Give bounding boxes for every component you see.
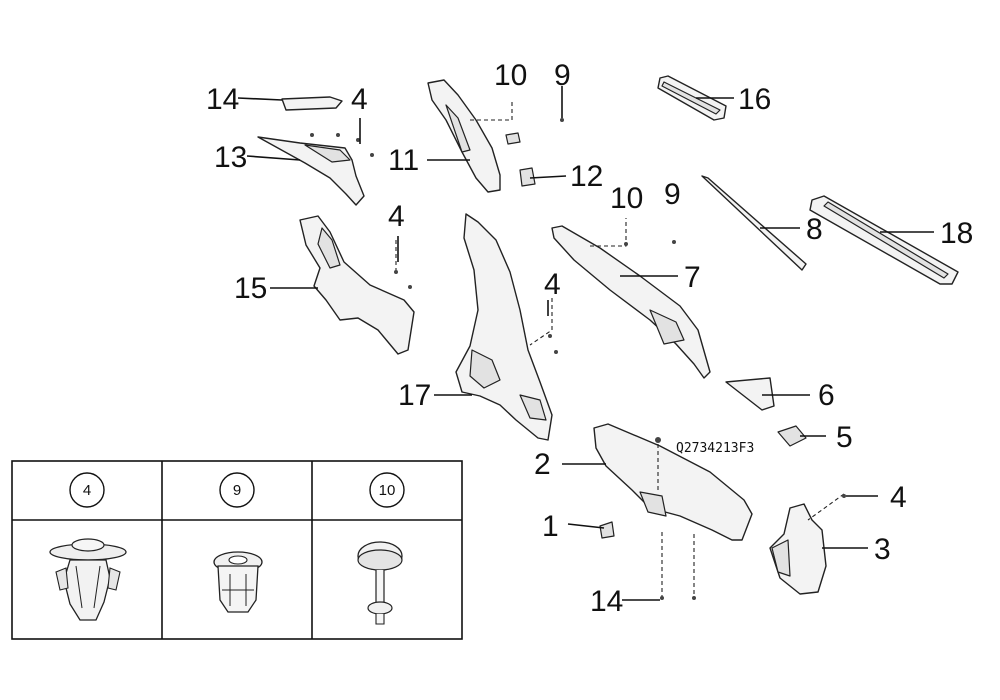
callout-15: 15 [234,272,267,305]
part-5-clip-bracket [777,425,826,447]
callout-1: 1 [542,510,559,543]
callout-4-pillar: 4 [544,268,561,301]
part-14-trim-strip [237,96,343,111]
callout-8: 8 [806,213,823,246]
fastener-table: 4 9 10 [11,460,463,640]
fastener-10-push-pin-icon [357,541,403,625]
part-2-scuff-panel [562,423,753,601]
table-header-9: 9 [233,482,241,499]
callout-4-mid: 4 [388,200,405,233]
part-18-sill-plate [809,195,959,285]
table-header-10: 10 [379,482,396,499]
part-1-clip [567,521,615,539]
part-15-pillar-lower-trim [270,215,415,355]
table-header-circle [219,472,255,508]
callout-10-mid: 10 [610,182,643,215]
callout-5: 5 [836,421,853,454]
part-16-sill-plate [657,75,734,121]
callout-16: 16 [738,83,771,116]
callout-11: 11 [388,144,419,177]
callout-14-bottom: 14 [590,585,623,618]
callout-9-top: 9 [554,59,571,92]
callout-4-bottom: 4 [890,481,907,514]
callout-6: 6 [818,379,835,412]
table-header-4: 4 [83,482,91,499]
callout-4-top: 4 [351,83,368,116]
part-code-label: Q2734213F3 [676,441,754,456]
part-12-clip-cover [519,167,567,187]
callout-7: 7 [684,261,701,294]
callout-2: 2 [534,448,551,481]
fastener-9-grommet-icon [213,551,263,613]
table-header-circle [369,472,405,508]
callout-13: 13 [214,141,247,174]
callout-10-top: 10 [494,59,527,92]
callout-9-mid: 9 [664,178,681,211]
fastener-4-push-clip-icon [49,538,127,621]
callout-12: 12 [570,160,603,193]
part-11-pillar-upper [427,79,521,193]
callout-14-top: 14 [206,83,239,116]
part-7-roof-side-trim [551,218,711,379]
part-6-trim-cover [725,377,810,411]
table-header-circle [69,472,105,508]
callout-17: 17 [398,379,431,412]
part-3-corner-trim [769,493,878,595]
callout-18: 18 [940,217,973,250]
callout-3: 3 [874,533,891,566]
part-13-upper-trim [246,118,374,206]
part-8-weather-strip [701,175,807,271]
part-17-b-pillar [434,213,558,441]
